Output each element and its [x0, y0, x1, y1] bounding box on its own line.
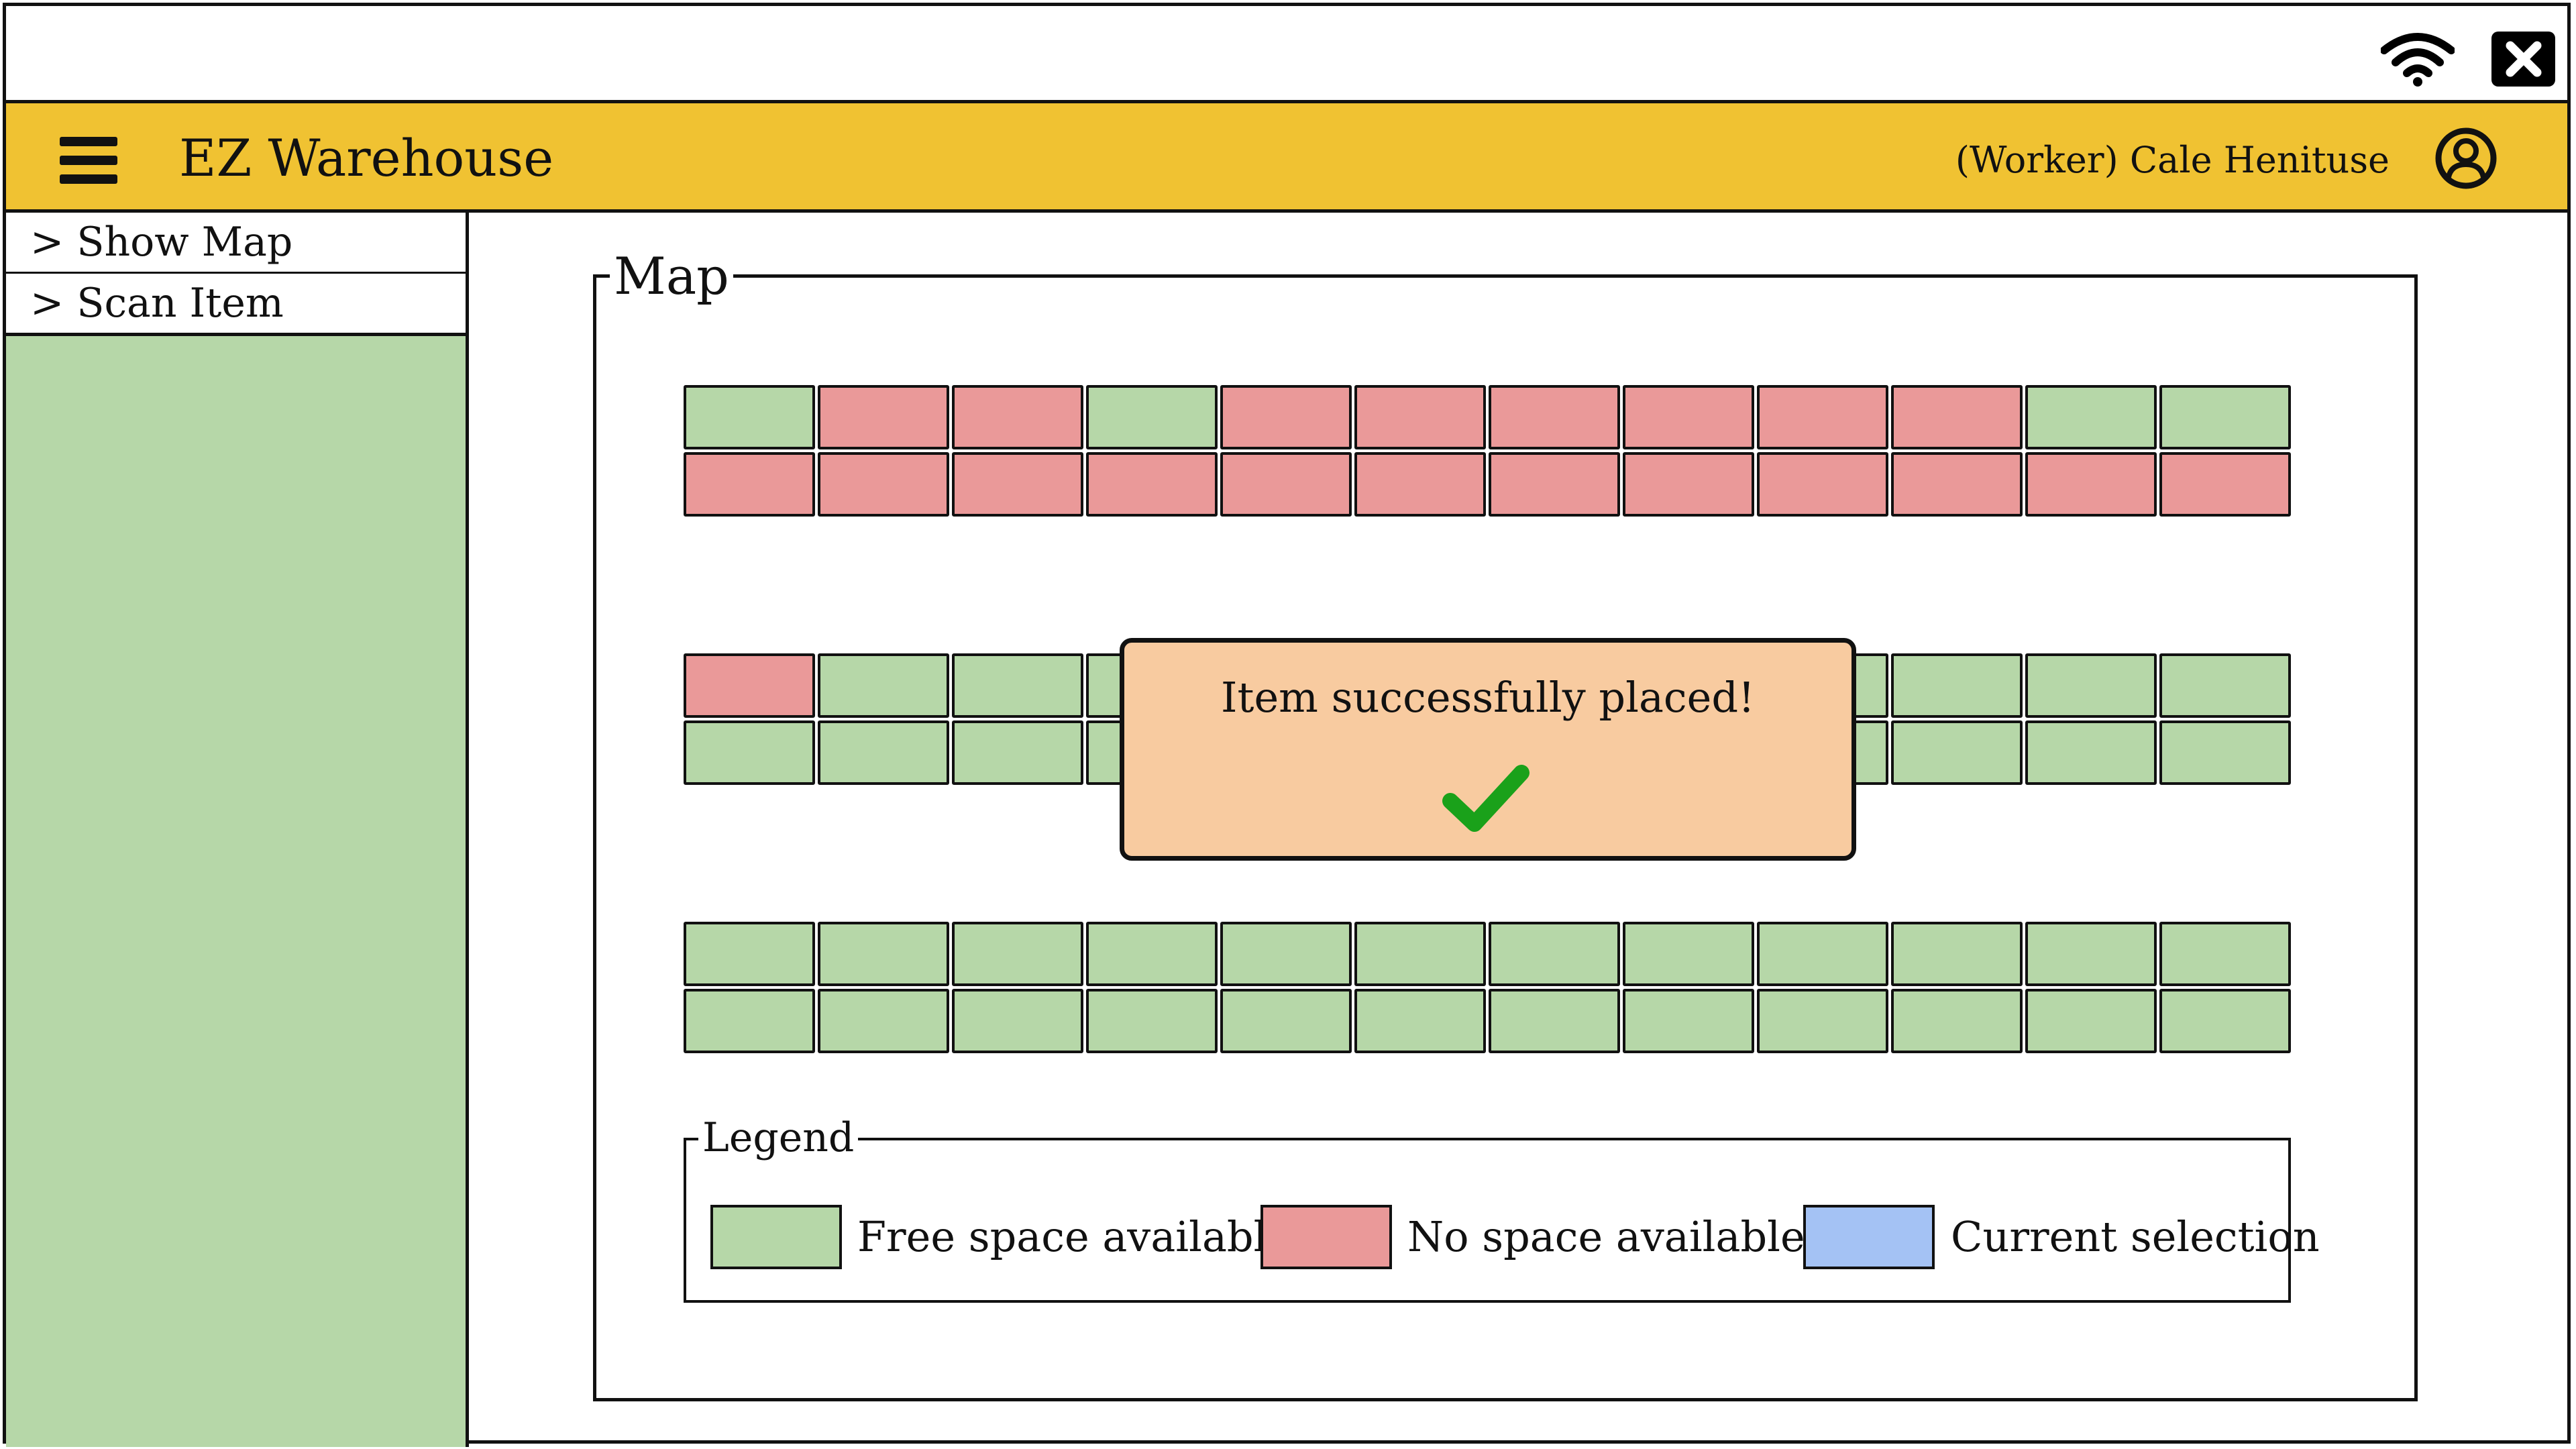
- title-bar: [6, 6, 2567, 100]
- slot-occupied[interactable]: [952, 452, 1083, 517]
- slot-free[interactable]: [818, 653, 949, 718]
- slot-free[interactable]: [1623, 922, 1754, 986]
- legend: Legend Free space available No space ava…: [684, 1111, 2320, 1303]
- slot-free[interactable]: [2025, 653, 2157, 718]
- legend-swatch-selected: [1803, 1205, 1935, 1269]
- legend-label-occupied: No space available: [1407, 1212, 1805, 1261]
- slot-free[interactable]: [1891, 922, 2023, 986]
- slot-occupied[interactable]: [1354, 385, 1486, 449]
- map-title: Map: [610, 243, 733, 310]
- slot-free[interactable]: [1891, 653, 2023, 718]
- success-toast: Item successfully placed!: [1120, 638, 1856, 861]
- slot-free[interactable]: [952, 653, 1083, 718]
- slot-free[interactable]: [2159, 989, 2291, 1053]
- slot-free[interactable]: [1086, 989, 1218, 1053]
- app-title: EZ Warehouse: [179, 128, 554, 188]
- rack-row: [684, 922, 2291, 986]
- slot-free[interactable]: [2159, 385, 2291, 449]
- slot-free[interactable]: [684, 385, 815, 449]
- slot-free[interactable]: [2025, 385, 2157, 449]
- slot-free[interactable]: [1220, 922, 1352, 986]
- sidebar: > Show Map > Scan Item: [6, 213, 469, 1447]
- slot-free[interactable]: [2159, 653, 2291, 718]
- rack-row: [684, 385, 2291, 449]
- hamburger-menu-icon[interactable]: [60, 137, 117, 184]
- checkmark-icon: [1442, 765, 1529, 832]
- sidebar-menu: > Show Map > Scan Item: [6, 213, 466, 336]
- legend-label-free: Free space available: [857, 1212, 1292, 1261]
- slot-free[interactable]: [1489, 922, 1620, 986]
- slot-free[interactable]: [952, 989, 1083, 1053]
- legend-swatch-occupied: [1260, 1205, 1392, 1269]
- slot-free[interactable]: [684, 720, 815, 785]
- slot-free[interactable]: [684, 989, 815, 1053]
- slot-occupied[interactable]: [952, 385, 1083, 449]
- legend-label-selected: Current selection: [1951, 1212, 2320, 1261]
- slot-free[interactable]: [1354, 989, 1486, 1053]
- slot-free[interactable]: [1891, 989, 2023, 1053]
- slot-occupied[interactable]: [818, 385, 949, 449]
- slot-free[interactable]: [818, 922, 949, 986]
- slot-occupied[interactable]: [1489, 385, 1620, 449]
- slot-free[interactable]: [2025, 922, 2157, 986]
- sidebar-item-scan-item[interactable]: > Scan Item: [30, 280, 284, 327]
- legend-title: Legend: [698, 1111, 859, 1165]
- slot-free[interactable]: [1220, 989, 1352, 1053]
- slot-free[interactable]: [684, 922, 815, 986]
- slot-occupied[interactable]: [1757, 452, 1888, 517]
- slot-free[interactable]: [2025, 720, 2157, 785]
- slot-free[interactable]: [2025, 989, 2157, 1053]
- user-avatar-icon[interactable]: [2435, 127, 2497, 189]
- slot-occupied[interactable]: [1086, 452, 1218, 517]
- slot-occupied[interactable]: [684, 653, 815, 718]
- slot-occupied[interactable]: [1891, 452, 2023, 517]
- slot-free[interactable]: [1757, 922, 1888, 986]
- slot-occupied[interactable]: [1354, 452, 1486, 517]
- slot-free[interactable]: [952, 922, 1083, 986]
- slot-occupied[interactable]: [1220, 452, 1352, 517]
- slot-occupied[interactable]: [1623, 452, 1754, 517]
- slot-occupied[interactable]: [2159, 452, 2291, 517]
- rack-row: [684, 452, 2291, 517]
- app-header: EZ Warehouse (Worker) Cale Henituse: [6, 100, 2567, 213]
- slot-occupied[interactable]: [1220, 385, 1352, 449]
- slot-occupied[interactable]: [1891, 385, 2023, 449]
- close-button[interactable]: [2491, 32, 2555, 87]
- wifi-icon: [2381, 33, 2455, 87]
- slot-free[interactable]: [952, 720, 1083, 785]
- slot-free[interactable]: [1757, 989, 1888, 1053]
- user-name: (Worker) Cale Henituse: [1955, 139, 2390, 181]
- slot-free[interactable]: [1489, 989, 1620, 1053]
- slot-free[interactable]: [818, 720, 949, 785]
- sidebar-item-show-map[interactable]: > Show Map: [6, 213, 466, 274]
- slot-occupied[interactable]: [818, 452, 949, 517]
- slot-occupied[interactable]: [1757, 385, 1888, 449]
- slot-occupied[interactable]: [1489, 452, 1620, 517]
- rack-row: [684, 989, 2291, 1053]
- slot-free[interactable]: [1086, 385, 1218, 449]
- slot-free[interactable]: [2159, 922, 2291, 986]
- close-icon: [2506, 41, 2541, 77]
- slot-free[interactable]: [1354, 922, 1486, 986]
- slot-free[interactable]: [2159, 720, 2291, 785]
- slot-occupied[interactable]: [2025, 452, 2157, 517]
- slot-free[interactable]: [1086, 922, 1218, 986]
- slot-free[interactable]: [818, 989, 949, 1053]
- app-window: EZ Warehouse (Worker) Cale Henituse > Sh…: [3, 3, 2571, 1447]
- slot-free[interactable]: [1891, 720, 2023, 785]
- slot-occupied[interactable]: [1623, 385, 1754, 449]
- legend-swatch-free: [710, 1205, 842, 1269]
- toast-message: Item successfully placed!: [1221, 673, 1755, 722]
- slot-occupied[interactable]: [684, 452, 815, 517]
- slot-free[interactable]: [1623, 989, 1754, 1053]
